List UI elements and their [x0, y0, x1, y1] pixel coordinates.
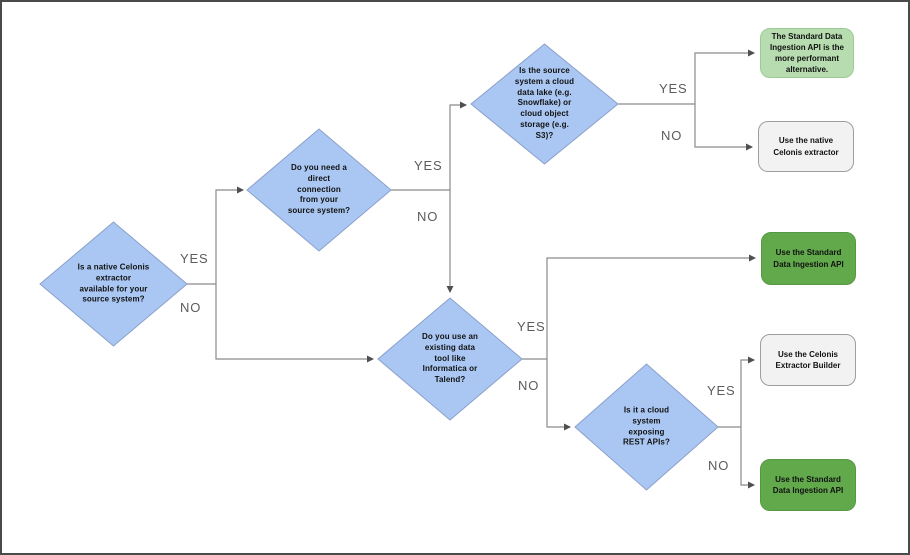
branch-label-no: NO — [708, 458, 730, 473]
outcome-native-celonis-extractor: Use the native Celonis extractor — [758, 121, 854, 172]
decision-text-cloud-rest-api: Is it a cloud system exposing REST APIs? — [623, 405, 670, 447]
branch-label-no: NO — [417, 209, 439, 224]
branch-label-yes: YES — [180, 251, 209, 266]
outcome-standard-ingestion-api-1: Use the Standard Data Ingestion API — [761, 232, 856, 285]
branch-label-yes: YES — [517, 319, 546, 334]
decision-diamond-cloud-data-lake — [470, 43, 619, 165]
decision-diamond-native-extractor — [39, 221, 188, 347]
outcome-standard-api-performant: The Standard Data Ingestion API is the m… — [760, 28, 854, 78]
branch-label-no: NO — [661, 128, 683, 143]
branch-label-yes: YES — [659, 81, 688, 96]
decision-text-native-extractor: Is a native Celonis extractor available … — [77, 262, 150, 304]
outcome-celonis-extractor-builder: Use the Celonis Extractor Builder — [760, 334, 856, 386]
decision-diamond-existing-data-tool — [377, 297, 523, 421]
decision-text-direct-connection: Do you need a direct connection from you… — [287, 163, 351, 216]
decision-text-existing-data-tool: Do you use an existing data tool like In… — [422, 332, 478, 385]
branch-label-yes: YES — [414, 158, 443, 173]
outcome-standard-ingestion-api-2: Use the Standard Data Ingestion API — [760, 459, 856, 511]
decision-diamond-direct-connection — [246, 128, 392, 252]
decision-text-cloud-data-lake: Is the source system a cloud data lake (… — [514, 66, 575, 140]
branch-label-yes: YES — [707, 383, 736, 398]
branch-label-no: NO — [180, 300, 202, 315]
branch-label-no: NO — [518, 378, 540, 393]
decision-diamond-cloud-rest-api — [574, 363, 719, 491]
